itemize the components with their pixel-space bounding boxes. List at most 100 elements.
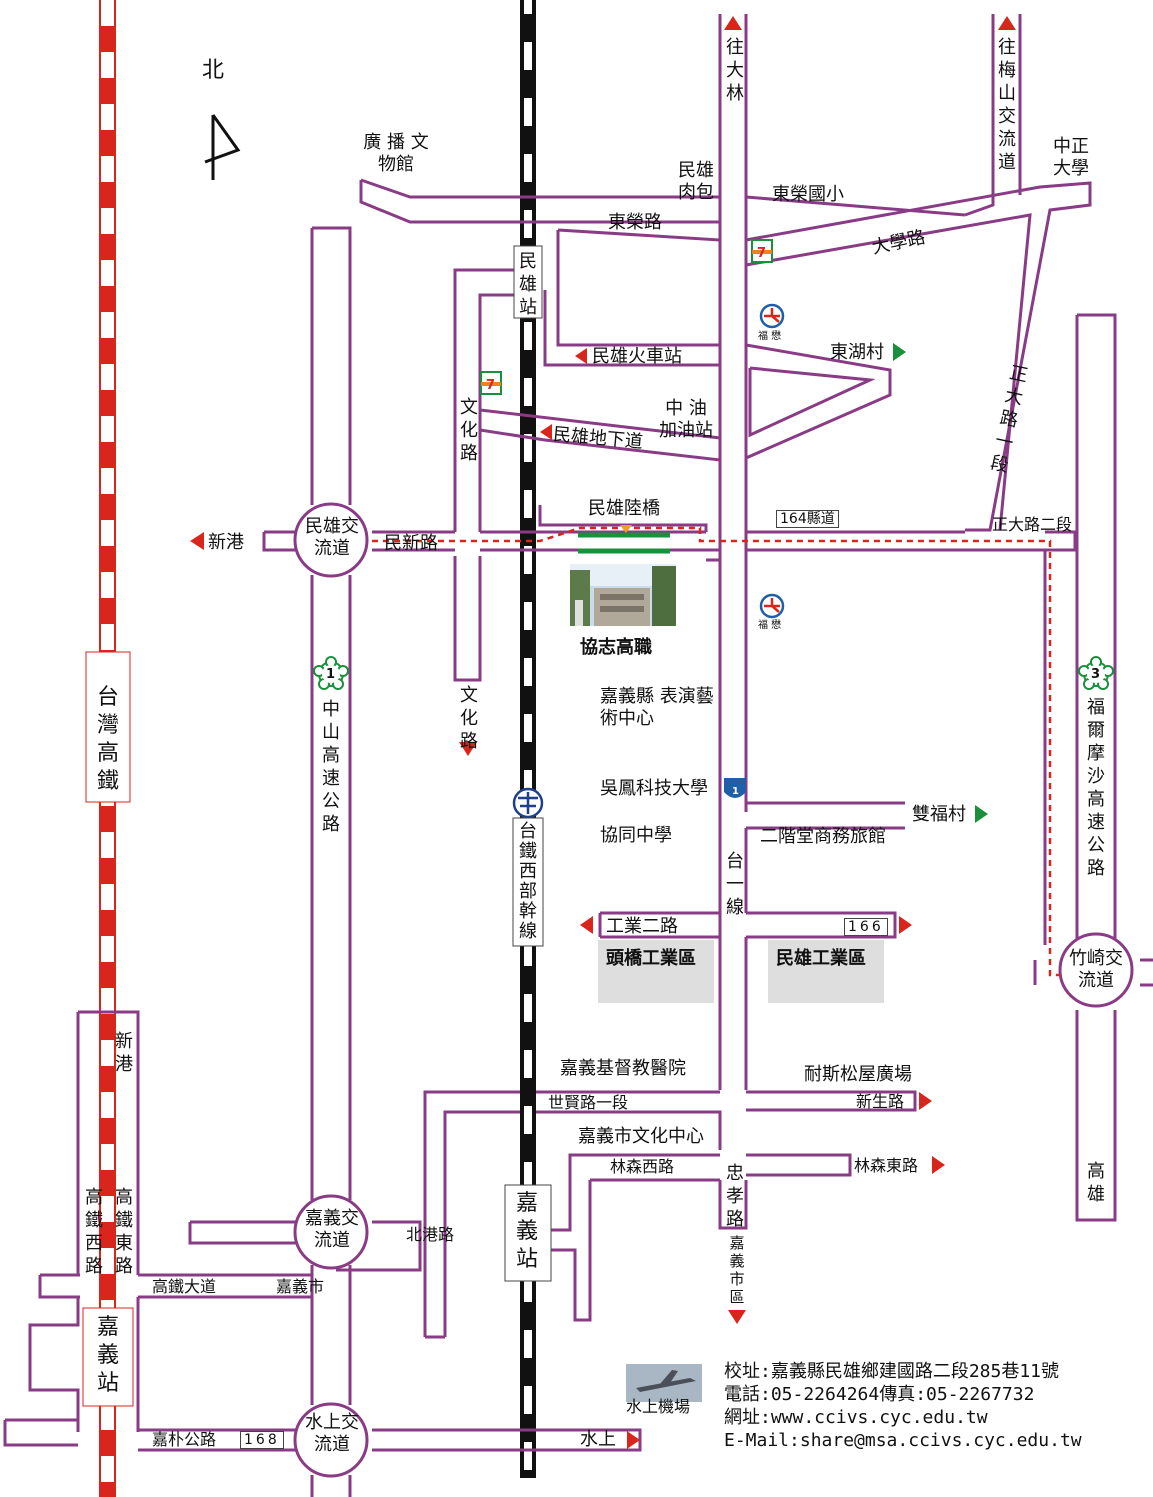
landmark-cpc-gas: 中 油 加油站 <box>659 398 713 441</box>
minxiong-industrial-area <box>768 940 884 1003</box>
road-hsr-east: 高鐵東路 <box>115 1187 133 1277</box>
arrow-left-underpass-icon <box>540 424 552 440</box>
tra-line-box <box>512 817 544 947</box>
airport-photo <box>626 1364 702 1402</box>
minxiong-interchange: 民雄交流道 <box>305 516 359 559</box>
arrow-down-wenhua-icon <box>459 742 477 756</box>
highway-1-number: 1 <box>326 667 336 682</box>
landmark-toucao-industrial: 頭橋工業區 <box>606 948 696 969</box>
fuxing-label: 福 懋 <box>758 331 782 342</box>
landmark-school: 協志高職 <box>580 637 652 658</box>
gas-station-icon <box>759 303 785 329</box>
road-168: 168 <box>240 1431 284 1449</box>
direction-chiayi-city: 嘉義市區 <box>729 1234 745 1306</box>
chiayi-station-box <box>504 1184 552 1282</box>
landmark-xietong: 協同中學 <box>600 825 672 846</box>
svg-text:7: 7 <box>757 246 766 261</box>
direction-kaohsiung: 高雄 <box>1087 1161 1105 1205</box>
arrow-right-166-icon <box>899 916 912 934</box>
landmark-christian-hospital: 嘉義基督教醫院 <box>560 1058 686 1079</box>
north-arrow-icon <box>204 114 241 180</box>
provincial-route-1-number: 1 <box>732 786 739 797</box>
landmark-erjietang: 二階堂商務旅館 <box>760 826 886 847</box>
road-zhengda-2: 正大路二段 <box>992 515 1073 534</box>
arrow-right-shuishang-icon <box>627 1431 640 1449</box>
road-linsen-east: 林森東路 <box>854 1156 919 1175</box>
road-minxin: 民新路 <box>384 533 438 554</box>
zhuqi-interchange: 竹崎交流道 <box>1069 948 1123 991</box>
road-jiapu: 嘉朴公路 <box>152 1430 217 1449</box>
minxiong-station-label: 民雄站 <box>519 251 537 318</box>
north-label: 北 <box>202 58 225 83</box>
highway-1-shield-icon <box>313 656 349 690</box>
minxiong-station-box <box>513 245 543 319</box>
road-network <box>3 14 1153 1497</box>
landmark-bridge: 民雄陸橋 <box>588 498 660 519</box>
road-wenhua-north: 文化路 <box>460 397 478 464</box>
tra-line-label: 台鐵西部幹線 <box>519 821 537 942</box>
highway-3-number: 3 <box>1091 667 1101 682</box>
landmark-minxiong-industrial: 民雄工業區 <box>776 948 866 969</box>
provincial-route-1-name: 台一線 <box>726 851 744 918</box>
highway-3-name: 福爾摩沙高速公路 <box>1087 697 1105 879</box>
arrow-up-meishan-icon <box>998 16 1016 30</box>
road-zhongxiao: 忠孝路 <box>726 1163 744 1230</box>
arrow-right-xinsheng-icon <box>919 1092 932 1110</box>
arrow-up-dalin-icon <box>724 16 742 30</box>
phone-fax: 電話:05-2264264傳真:05-2267732 <box>724 1384 1035 1405</box>
hsr-chiayi-station-box <box>82 1307 134 1407</box>
road-shixian-1: 世賢路一段 <box>548 1093 629 1112</box>
seven-eleven-icon: 7 <box>751 239 773 263</box>
hsr-name-box <box>85 651 131 803</box>
seven-eleven-icon: 7 <box>480 371 502 395</box>
road-hsr-west: 高鐵西路 <box>85 1187 103 1277</box>
chiayi-station-label: 嘉義站 <box>515 1191 538 1272</box>
bridge-marker <box>578 525 670 554</box>
road-166: 166 <box>844 918 888 936</box>
arrow-right-donghu-icon <box>893 343 906 361</box>
direction-shuangfu: 雙福村 <box>912 804 966 825</box>
direction-donghu: 東湖村 <box>830 342 884 363</box>
highway-3-shield-icon <box>1078 656 1114 690</box>
landmark-arts-center: 嘉義縣 表演藝術中心 <box>600 686 714 729</box>
landmark-chiayi-city: 嘉義市 <box>276 1277 325 1296</box>
landmark-airport: 水上機場 <box>626 1397 691 1416</box>
address: 校址:嘉義縣民雄鄉建國路二段285巷11號 <box>724 1361 1060 1382</box>
road-wenhua-south: 文化路 <box>460 685 478 752</box>
provincial-route-1-shield-icon <box>724 778 746 798</box>
hsr-name: 台灣高鐵 <box>96 685 119 794</box>
email[interactable]: E-Mail:share@msa.ccivs.cyc.edu.tw <box>724 1430 1082 1451</box>
gas-station-icon <box>759 593 785 619</box>
landmark-nice-plaza: 耐斯松屋廣場 <box>804 1064 912 1085</box>
road-dongrong: 東榮路 <box>608 212 662 233</box>
contact-info: 校址:嘉義縣民雄鄉建國路二段285巷11號 電話:05-2264264傳真:05… <box>724 1360 1082 1452</box>
arrow-right-linsen-icon <box>932 1156 945 1174</box>
road-beigang: 北港路 <box>406 1225 455 1244</box>
hsr-chiayi-station: 嘉義站 <box>96 1315 119 1396</box>
toucao-industrial-area <box>598 940 714 1003</box>
arrow-left-gongye-icon <box>580 916 593 934</box>
road-gongye-2: 工業二路 <box>606 916 678 937</box>
chiayi-interchange: 嘉義交流道 <box>305 1208 359 1251</box>
landmark-broadcast-museum: 廣 播 文物館 <box>363 132 429 175</box>
highway-1-name: 中山高速公路 <box>322 699 340 835</box>
arrow-left-station-icon <box>575 348 587 364</box>
school-photo <box>570 564 676 626</box>
road-xinsheng: 新生路 <box>856 1092 905 1111</box>
tra-logo <box>512 787 544 819</box>
fuxing-label: 福 懋 <box>758 620 782 631</box>
arrow-down-city-icon <box>728 1310 746 1324</box>
arrow-right-shuangfu-icon <box>975 805 988 823</box>
landmark-roupao: 民雄肉包 <box>678 160 714 203</box>
road-linsen-west: 林森西路 <box>610 1157 675 1176</box>
landmark-culture-center: 嘉義市文化中心 <box>578 1126 704 1147</box>
road-xingang: 新港 <box>115 1031 133 1075</box>
website[interactable]: 網址:www.ccivs.cyc.edu.tw <box>724 1407 988 1428</box>
road-county-164: 164縣道 <box>776 510 839 528</box>
arrow-left-xingang-icon <box>190 532 204 550</box>
shuishang-interchange: 水上交流道 <box>305 1412 359 1455</box>
landmark-dongrong-school: 東榮國小 <box>772 184 844 205</box>
direction-minxiong-station: 民雄火車站 <box>592 346 682 367</box>
svg-text:7: 7 <box>486 378 495 393</box>
